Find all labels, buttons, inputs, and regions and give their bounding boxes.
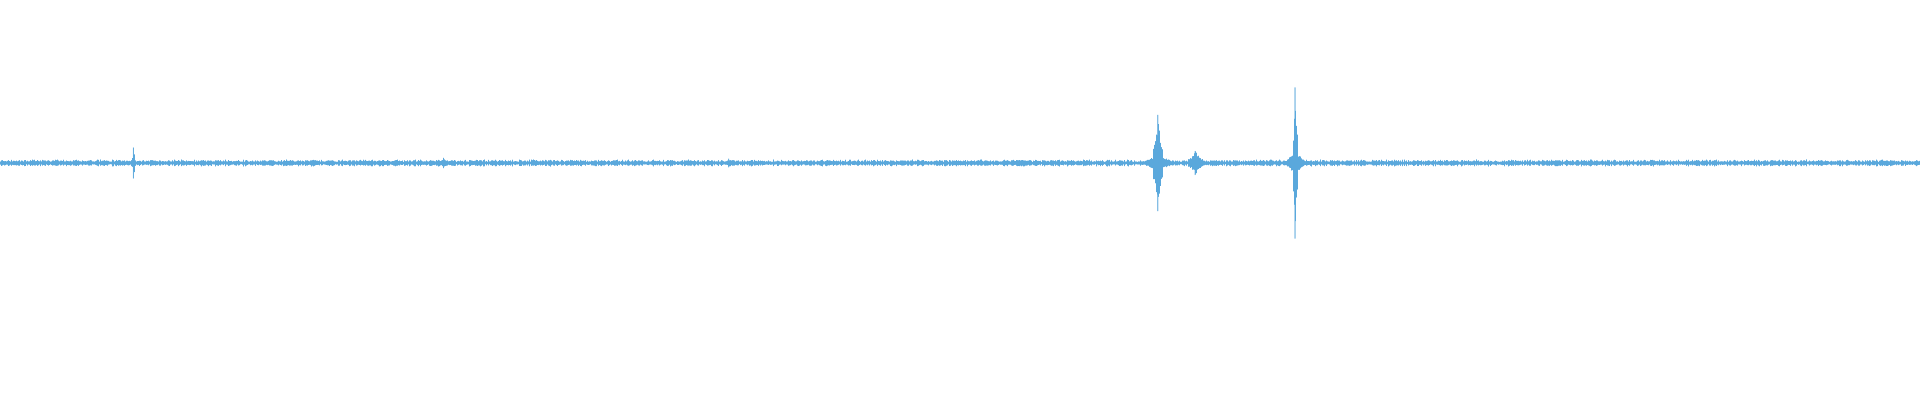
waveform-series [0, 87, 1920, 239]
